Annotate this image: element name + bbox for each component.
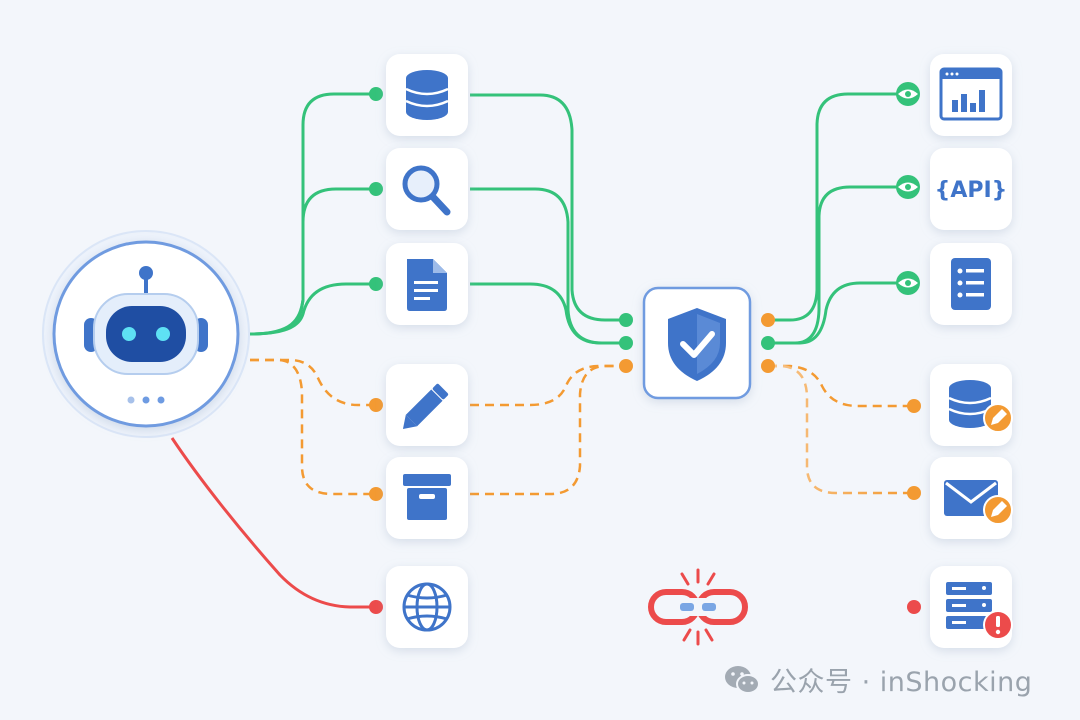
watermark: 公众号 · inShocking (724, 660, 1032, 699)
link-document-gateway (470, 282, 626, 345)
eye-badge-checklist (896, 271, 920, 295)
watermark-text: 公众号 · inShocking (770, 667, 1033, 698)
search-icon (402, 165, 451, 216)
port-mail-write-in (907, 486, 921, 500)
link-gateway-dashboard (768, 92, 908, 322)
link-agent-document (249, 282, 376, 336)
link-agent-archive (250, 358, 376, 496)
tool-web[interactable] (386, 566, 468, 648)
api-braces-icon: {API} (935, 178, 1008, 203)
target-api[interactable]: {API} (930, 148, 1012, 230)
tool-edit[interactable] (386, 364, 468, 446)
port-edit-in (369, 398, 383, 412)
link-agent-search (249, 187, 376, 336)
target-database-write[interactable] (930, 364, 1013, 446)
link-agent-database (249, 92, 376, 336)
database-icon (405, 70, 449, 120)
connections (170, 87, 921, 614)
gateway-node[interactable] (642, 286, 752, 400)
bar-chart-window-icon (939, 67, 1003, 121)
target-checklist[interactable] (930, 243, 1012, 325)
link-gateway-mail-write (768, 364, 914, 495)
link-database-gateway (470, 93, 626, 322)
agent-dots (127, 396, 165, 404)
eye-icon (898, 89, 918, 99)
link-gateway-database-write (768, 364, 914, 408)
port-web-in (369, 600, 383, 614)
pencil-badge-icon (983, 495, 1013, 525)
port-gateway-in-2 (619, 336, 633, 350)
link-edit-gateway (470, 364, 626, 407)
link-agent-web (170, 437, 376, 609)
port-gateway-in-1 (619, 313, 633, 327)
pencil-badge-icon (983, 403, 1013, 433)
eye-badge-api (896, 175, 920, 199)
server-rack-icon (946, 582, 992, 629)
eye-icon (898, 182, 918, 192)
port-search-in (369, 182, 383, 196)
port-archive-in (369, 487, 383, 501)
port-gateway-in-3 (619, 359, 633, 373)
port-server-in (907, 600, 921, 614)
archive-box-icon (403, 474, 451, 520)
tool-archive[interactable] (386, 457, 468, 539)
port-gateway-out-2 (761, 336, 775, 350)
agent-node[interactable] (42, 230, 250, 438)
alert-badge-icon (983, 610, 1013, 640)
robot-icon (84, 266, 208, 375)
tool-database[interactable] (386, 54, 468, 136)
port-gateway-out-1 (761, 313, 775, 327)
wechat-icon (725, 665, 760, 694)
target-server-blocked[interactable] (930, 566, 1013, 648)
database-icon (948, 380, 992, 428)
target-mail-write[interactable] (930, 457, 1013, 539)
eye-badge-dashboard (896, 82, 920, 106)
port-database-write-in (907, 399, 921, 413)
link-archive-gateway (470, 364, 626, 496)
pencil-icon (402, 383, 449, 430)
broken-chain-icon (648, 568, 748, 646)
tool-search[interactable] (386, 148, 468, 230)
target-dashboard[interactable] (930, 54, 1012, 136)
port-document-in (369, 277, 383, 291)
tool-document[interactable] (386, 243, 468, 325)
port-database-in (369, 87, 383, 101)
shield-check-icon (668, 308, 726, 381)
link-agent-edit (250, 358, 376, 407)
port-gateway-out-3 (761, 359, 775, 373)
globe-icon (402, 582, 452, 632)
document-icon (407, 259, 447, 311)
checklist-icon (951, 258, 991, 310)
link-gateway-checklist (768, 281, 908, 345)
eye-icon (898, 278, 918, 288)
